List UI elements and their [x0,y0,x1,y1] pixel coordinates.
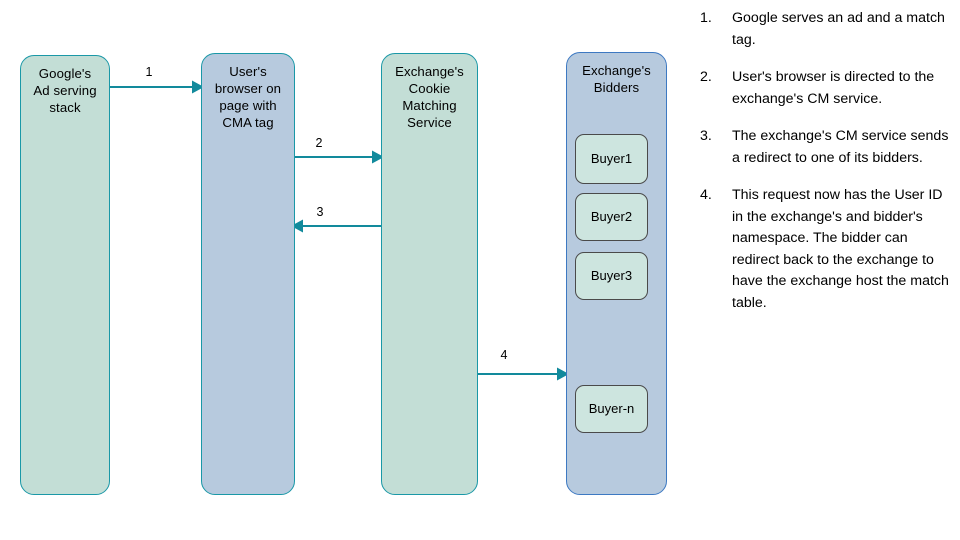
step-text-3: The exchange's CM service sends a redire… [732,128,949,166]
step-item-2: 2. User's browser is directed to the exc… [700,67,952,110]
buyer-box-n[interactable]: Buyer-n [575,385,648,433]
steps-list: 1. Google serves an ad and a match tag. … [700,8,952,330]
arrow-label-1: 1 [145,65,153,79]
buyer-box-1[interactable]: Buyer1 [575,134,648,184]
step-item-1: 1. Google serves an ad and a match tag. [700,8,952,51]
step-text-2: User's browser is directed to the exchan… [732,69,935,107]
arrow-1 [110,80,204,94]
arrow-label-4: 4 [500,348,508,362]
arrow-label-2: 2 [315,136,323,150]
buyer-label-n: Buyer-n [588,401,635,416]
step-number-2: 2. [700,69,712,85]
arrow-label-3: 3 [316,205,324,219]
step-number-1: 1. [700,10,712,26]
arrow-2 [295,150,384,164]
step-number-3: 3. [700,128,712,144]
arrow-4 [477,367,569,381]
step-item-4: 4. This request now has the User ID in t… [700,185,952,314]
buyer-label-3: Buyer3 [590,268,633,283]
step-number-4: 4. [700,187,712,203]
arrow-3 [291,219,381,233]
buyer-box-2[interactable]: Buyer2 [575,193,648,241]
buyer-label-1: Buyer1 [590,151,633,166]
buyer-label-2: Buyer2 [590,209,633,224]
step-text-4: This request now has the User ID in the … [732,187,949,311]
step-text-1: Google serves an ad and a match tag. [732,10,945,48]
step-item-3: 3. The exchange's CM service sends a red… [700,126,952,169]
buyer-box-3[interactable]: Buyer3 [575,252,648,300]
